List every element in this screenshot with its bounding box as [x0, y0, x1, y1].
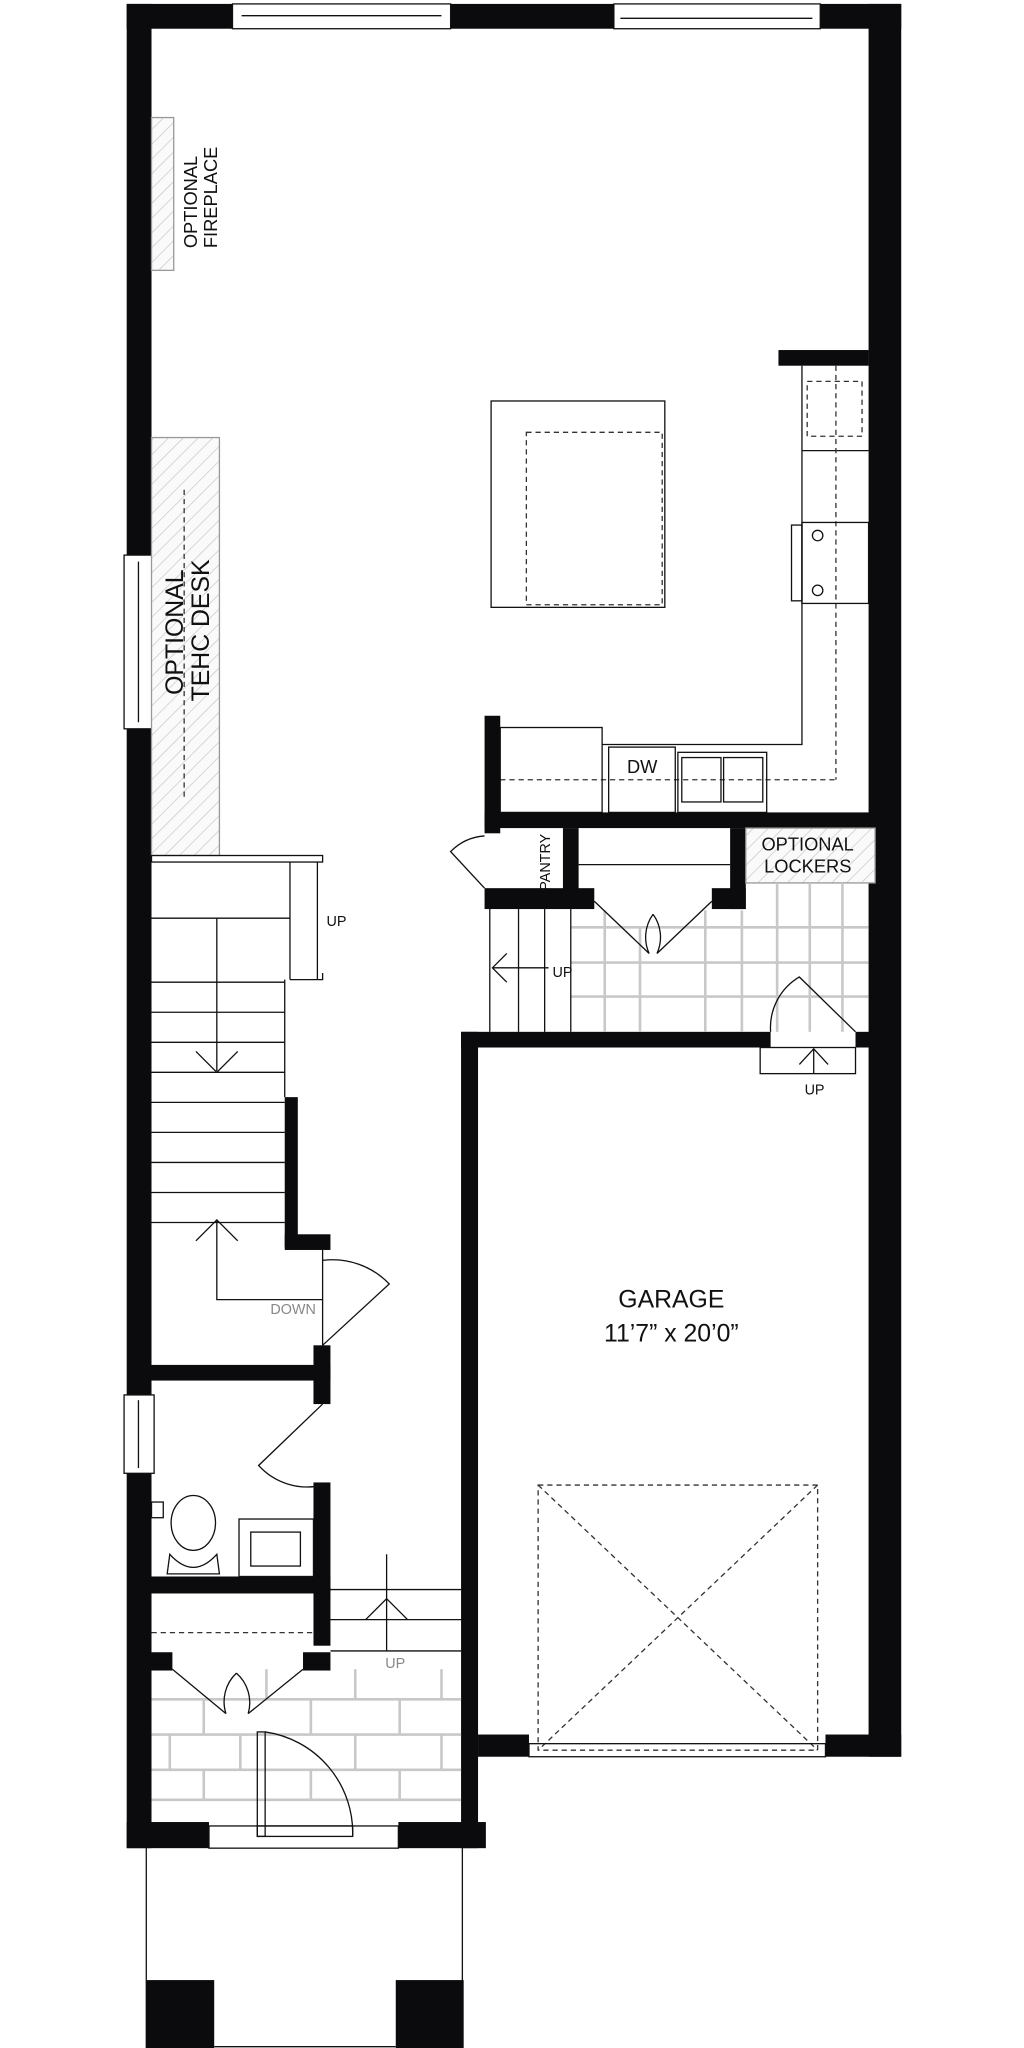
vanity-sink-icon — [238, 1518, 315, 1578]
main-stair-up-label: UP — [327, 914, 347, 930]
garage-name: GARAGE — [618, 1286, 724, 1313]
garage-stair-up-label: UP — [805, 1083, 825, 1099]
foyer-stair-up-label: UP — [385, 1656, 405, 1672]
pantry: PANTRY — [449, 833, 731, 891]
kitchen: DW — [484, 350, 870, 834]
foyer-stair: UP — [330, 1554, 462, 1672]
foyer — [151, 1631, 462, 1849]
lockers-label-line2: LOCKERS — [764, 855, 851, 876]
toilet-icon — [170, 1494, 217, 1552]
powder-room — [150, 1403, 324, 1578]
exterior-walls — [126, 3, 902, 1849]
optional-tech-desk: OPTIONAL TEHC DESK — [150, 436, 221, 857]
fireplace-label-line1: OPTIONAL — [180, 156, 201, 248]
main-stair: UP DOWN — [150, 854, 391, 1347]
mudroom-tile: UP — [570, 882, 869, 1099]
stair-down-label: DOWN — [270, 1302, 315, 1318]
garage-dimensions: 11’7” x 20’0” — [604, 1320, 739, 1347]
mudroom-stair: UP — [489, 909, 572, 1032]
dishwasher-label: DW — [627, 756, 658, 777]
kitchen-island — [490, 400, 666, 608]
pantry-label: PANTRY — [538, 833, 554, 890]
front-porch — [145, 1848, 464, 2048]
interior-walls — [151, 812, 876, 1671]
optional-lockers: OPTIONAL LOCKERS — [745, 827, 876, 884]
sink-icon — [677, 751, 768, 814]
garage: GARAGE 11’7” x 20’0” — [528, 1286, 827, 1758]
desk-label-line2: TEHC DESK — [188, 559, 215, 701]
optional-fireplace: OPTIONAL FIREPLACE — [150, 116, 221, 272]
windows — [123, 3, 821, 1474]
fireplace-label-line2: FIREPLACE — [200, 147, 221, 249]
lockers-label-line1: OPTIONAL — [761, 833, 853, 854]
desk-label-line1: OPTIONAL — [162, 569, 189, 694]
mudroom-stair-up-label: UP — [552, 965, 572, 981]
